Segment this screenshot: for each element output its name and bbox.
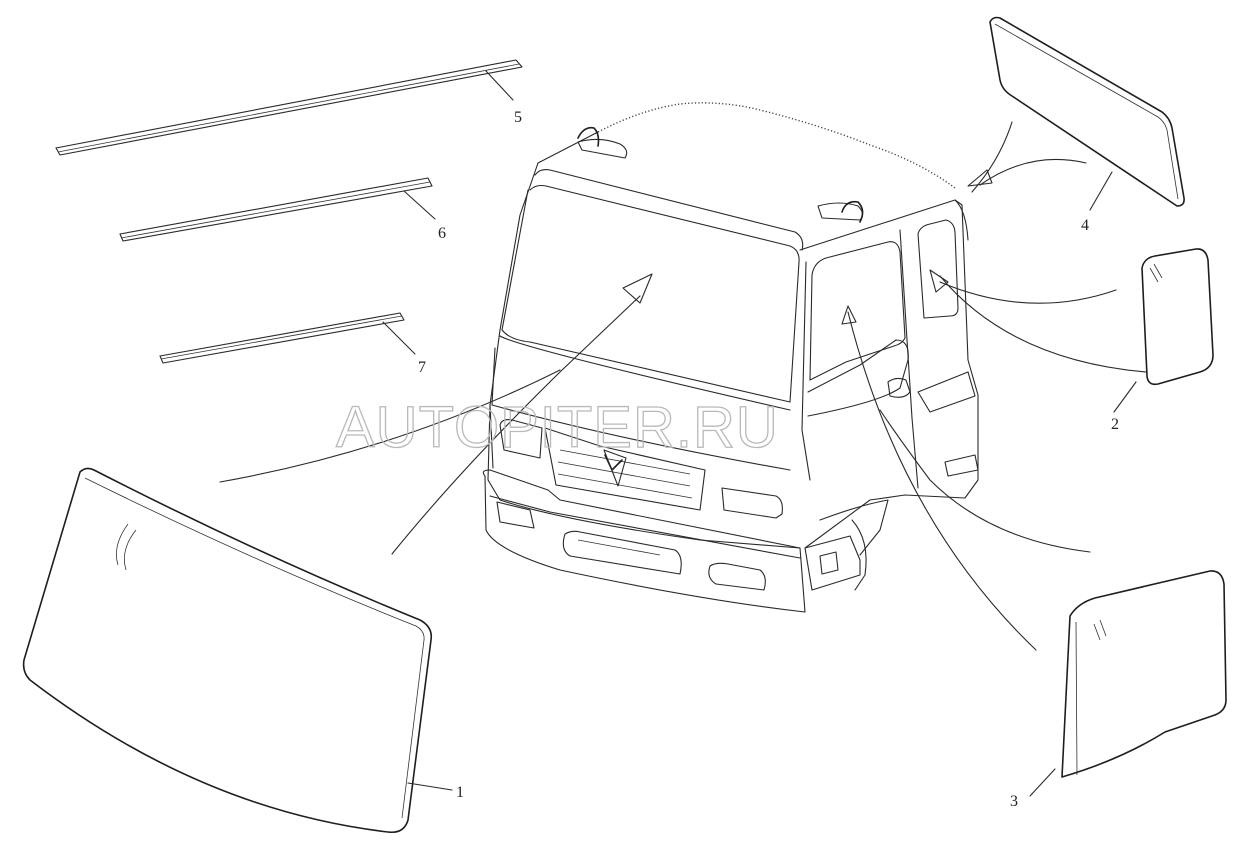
seal-strip-7 — [159, 312, 416, 364]
callout-3: 3 — [1010, 793, 1018, 810]
callout-6: 6 — [438, 225, 446, 242]
door-glass-3 — [841, 305, 1227, 797]
rear-corner-glass-2 — [929, 248, 1214, 413]
callout-5: 5 — [514, 109, 522, 126]
windshield-glass-1 — [22, 273, 653, 834]
callout-2: 2 — [1111, 416, 1119, 433]
seal-strip-5 — [55, 59, 523, 156]
callout-7: 7 — [418, 359, 426, 376]
callout-4: 4 — [1081, 217, 1089, 234]
seal-strip-6 — [119, 177, 436, 242]
watermark: AUTOPITER.RU — [336, 395, 779, 460]
truck-cab — [482, 102, 979, 613]
rear-window-glass-4 — [967, 16, 1185, 211]
callout-1: 1 — [456, 784, 464, 801]
